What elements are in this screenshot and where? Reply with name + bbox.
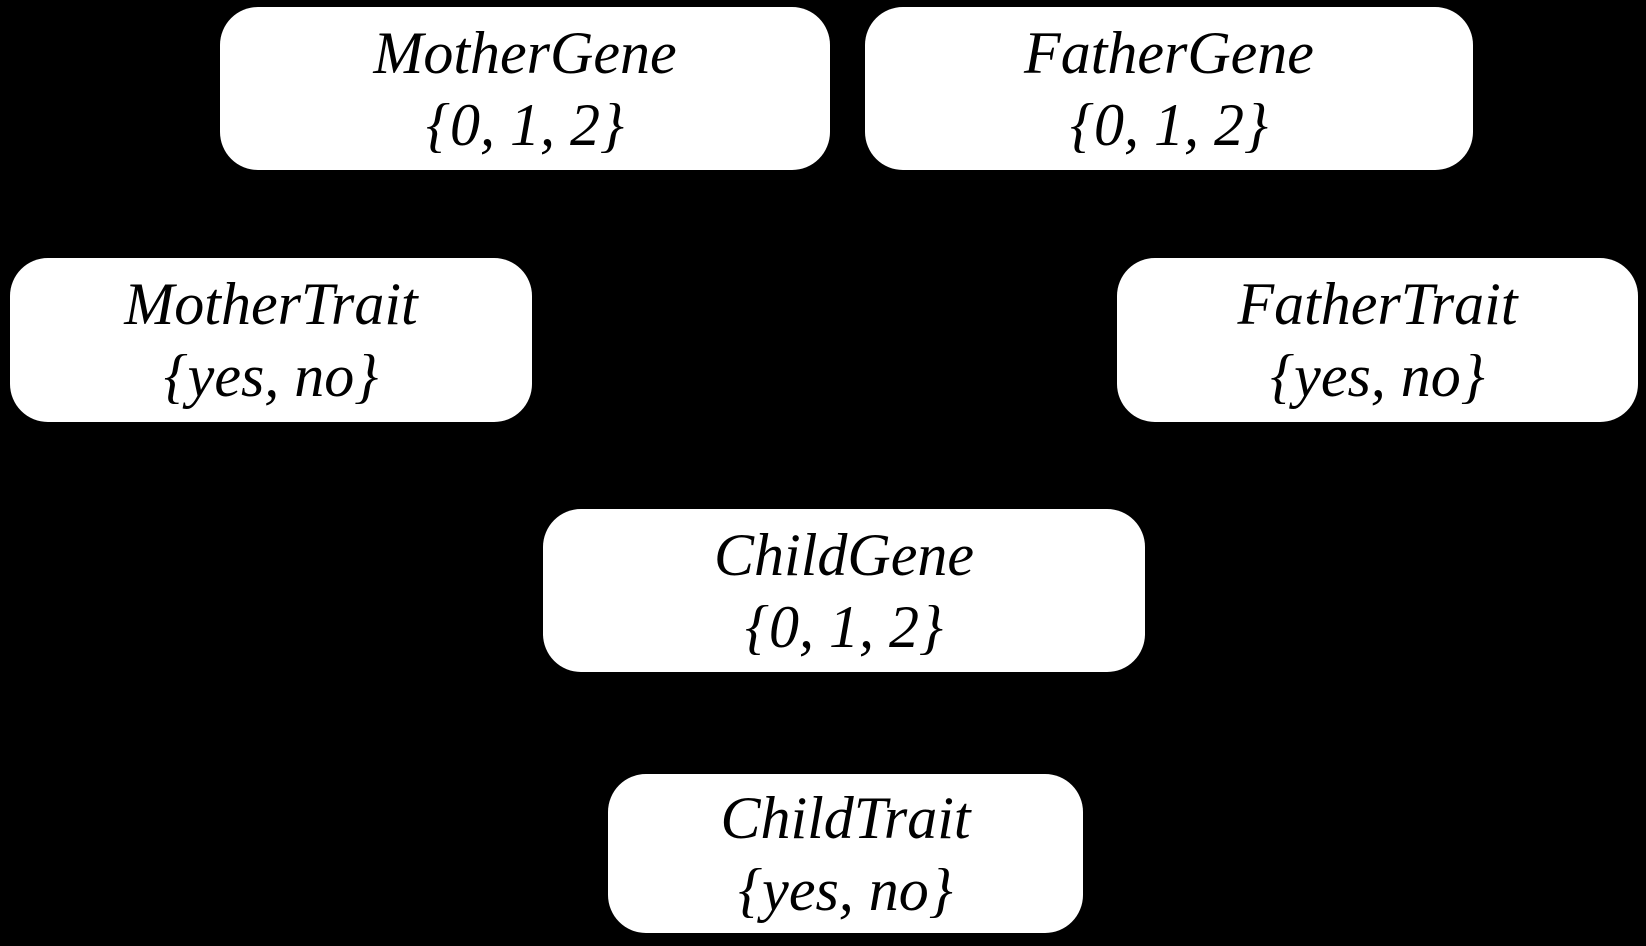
node-mother-gene: MotherGene {0, 1, 2} [220, 7, 830, 170]
node-child-gene: ChildGene {0, 1, 2} [543, 509, 1145, 672]
node-father-trait: FatherTrait {yes, no} [1117, 258, 1638, 422]
node-father-trait-domain: {yes, no} [1270, 343, 1485, 409]
node-mother-trait: MotherTrait {yes, no} [10, 258, 532, 422]
node-father-trait-label: FatherTrait [1237, 271, 1518, 337]
node-child-trait-domain: {yes, no} [738, 856, 953, 923]
node-child-gene-domain: {0, 1, 2} [745, 593, 943, 660]
node-father-gene: FatherGene {0, 1, 2} [865, 7, 1473, 170]
node-mother-gene-domain: {0, 1, 2} [426, 91, 624, 158]
node-child-trait-label: ChildTrait [720, 784, 971, 851]
node-child-trait: ChildTrait {yes, no} [608, 774, 1083, 933]
node-mother-gene-label: MotherGene [373, 19, 677, 86]
node-mother-trait-domain: {yes, no} [163, 343, 379, 409]
node-father-gene-domain: {0, 1, 2} [1070, 91, 1268, 158]
node-child-gene-label: ChildGene [714, 521, 974, 588]
node-mother-trait-label: MotherTrait [124, 271, 418, 337]
node-father-gene-label: FatherGene [1024, 19, 1314, 86]
